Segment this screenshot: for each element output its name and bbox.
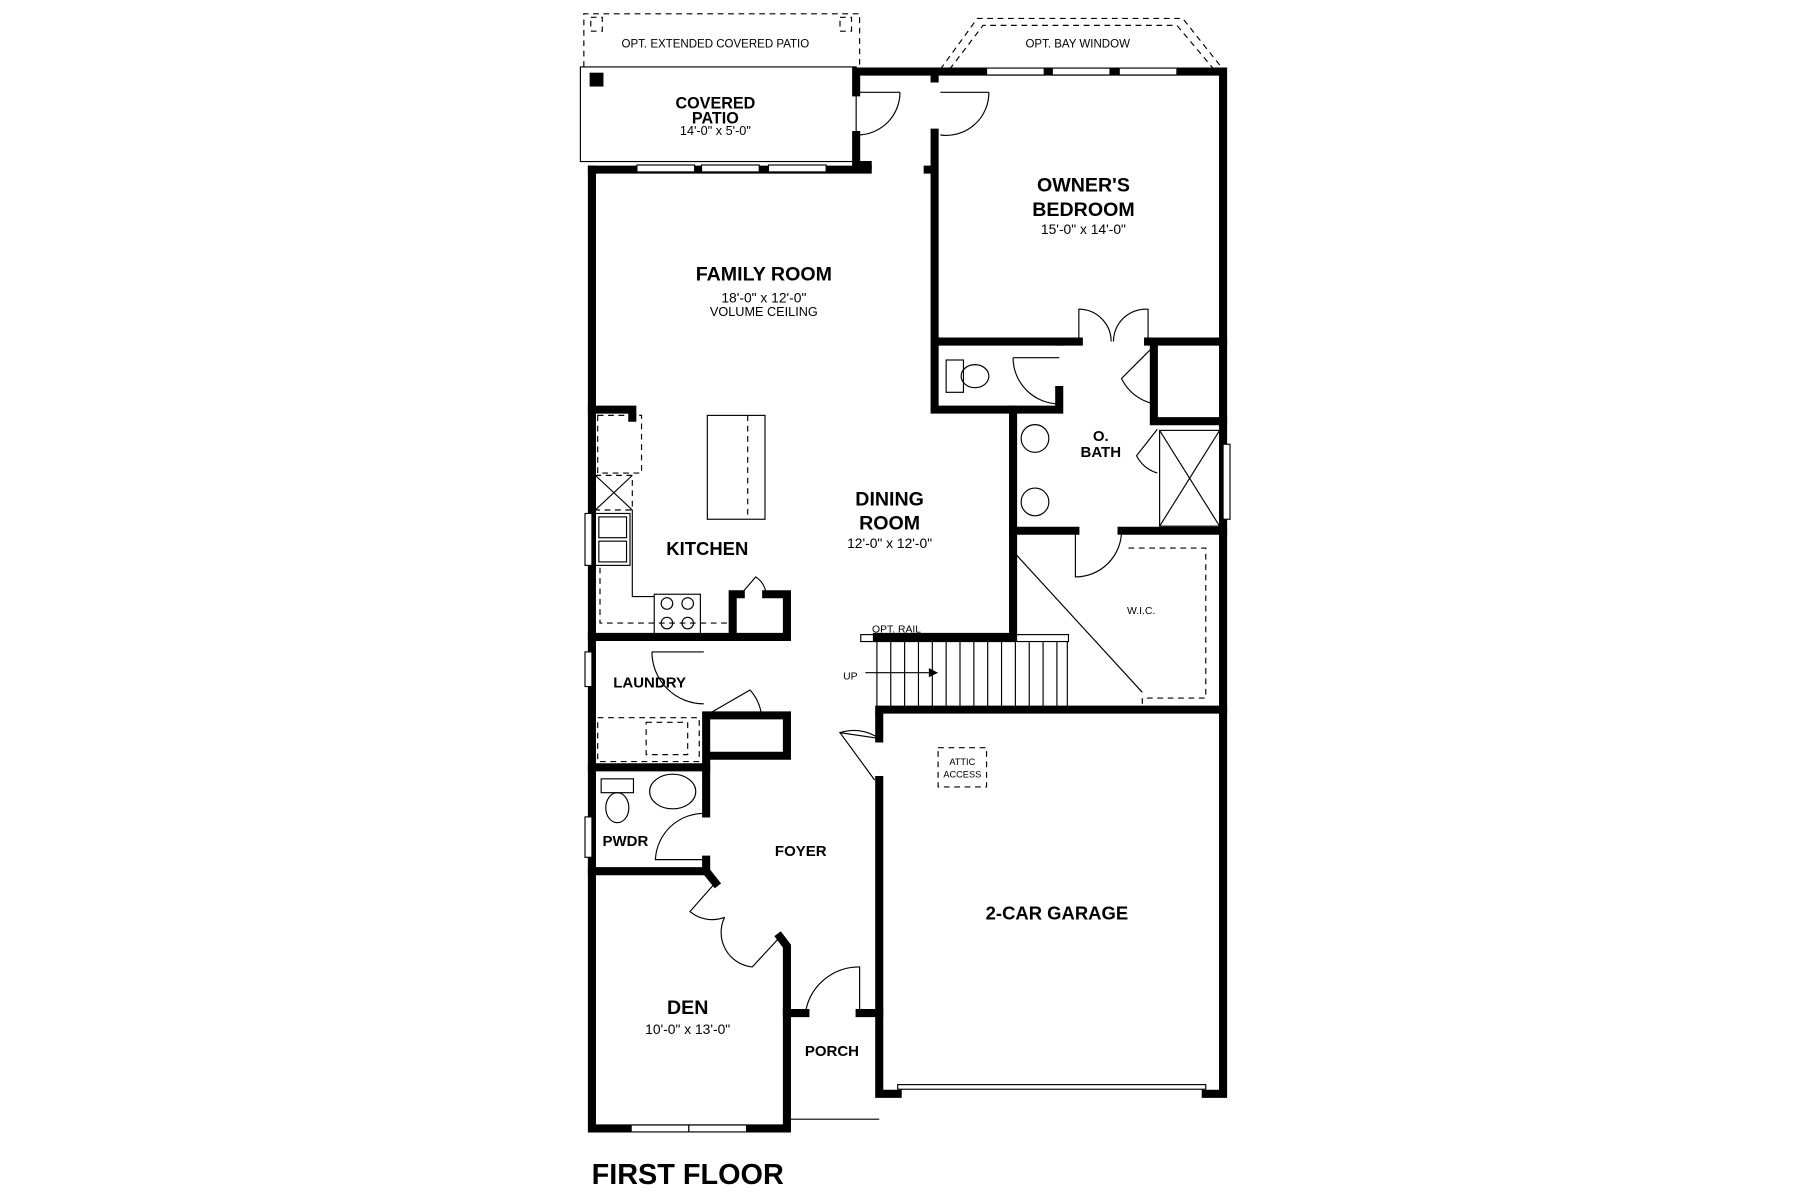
- floor-title: FIRST FLOOR: [592, 1159, 784, 1191]
- family-note: VOLUME CEILING: [710, 305, 818, 319]
- owner-size: 15'-0" x 14'-0": [1041, 221, 1126, 237]
- covered-patio-outline: [579, 66, 857, 163]
- family-label: FAMILY ROOM: [696, 263, 832, 285]
- dining-size: 12'-0" x 12'-0": [847, 535, 932, 551]
- patio-label-2: PATIO: [692, 109, 739, 127]
- den-label: DEN: [667, 997, 708, 1019]
- kitchen-label: KITCHEN: [666, 538, 748, 559]
- column-marker: [589, 72, 604, 87]
- pwdr-label: PWDR: [602, 833, 648, 850]
- garage-label: 2-CAR GARAGE: [986, 903, 1129, 924]
- optional-extensions: [583, 13, 1224, 70]
- doors: [651, 91, 1158, 1014]
- patio-label-1: COVERED: [675, 94, 755, 112]
- opt-patio-label: OPT. EXTENDED COVERED PATIO: [622, 38, 810, 50]
- up-label: UP: [843, 672, 857, 683]
- family-size: 18'-0" x 12'-0": [721, 289, 806, 305]
- wic-label: W.I.C.: [1127, 606, 1155, 617]
- foyer-label: FOYER: [775, 843, 827, 860]
- attic-label-2: ACCESS: [943, 770, 981, 780]
- dining-label-1: DINING: [855, 488, 924, 510]
- windows: [584, 67, 1231, 1133]
- opt-bay-label: OPT. BAY WINDOW: [1025, 38, 1130, 50]
- bath-label-1: O.: [1093, 428, 1109, 445]
- walls: [587, 67, 1228, 1133]
- patio-size: 14'-0" x 5'-0": [680, 124, 751, 138]
- dining-label-2: ROOM: [859, 513, 920, 535]
- bath-label-2: BATH: [1080, 444, 1121, 461]
- owner-label-2: BEDROOM: [1032, 199, 1134, 221]
- fixtures: [594, 359, 1221, 824]
- rail-label: OPT. RAIL: [872, 624, 921, 635]
- porch-label: PORCH: [805, 1043, 859, 1060]
- owner-label-1: OWNER'S: [1037, 175, 1130, 197]
- den-size: 10'-0" x 13'-0": [645, 1021, 730, 1037]
- laundry-label: LAUNDRY: [613, 675, 686, 692]
- attic-label-1: ATTIC: [949, 757, 975, 767]
